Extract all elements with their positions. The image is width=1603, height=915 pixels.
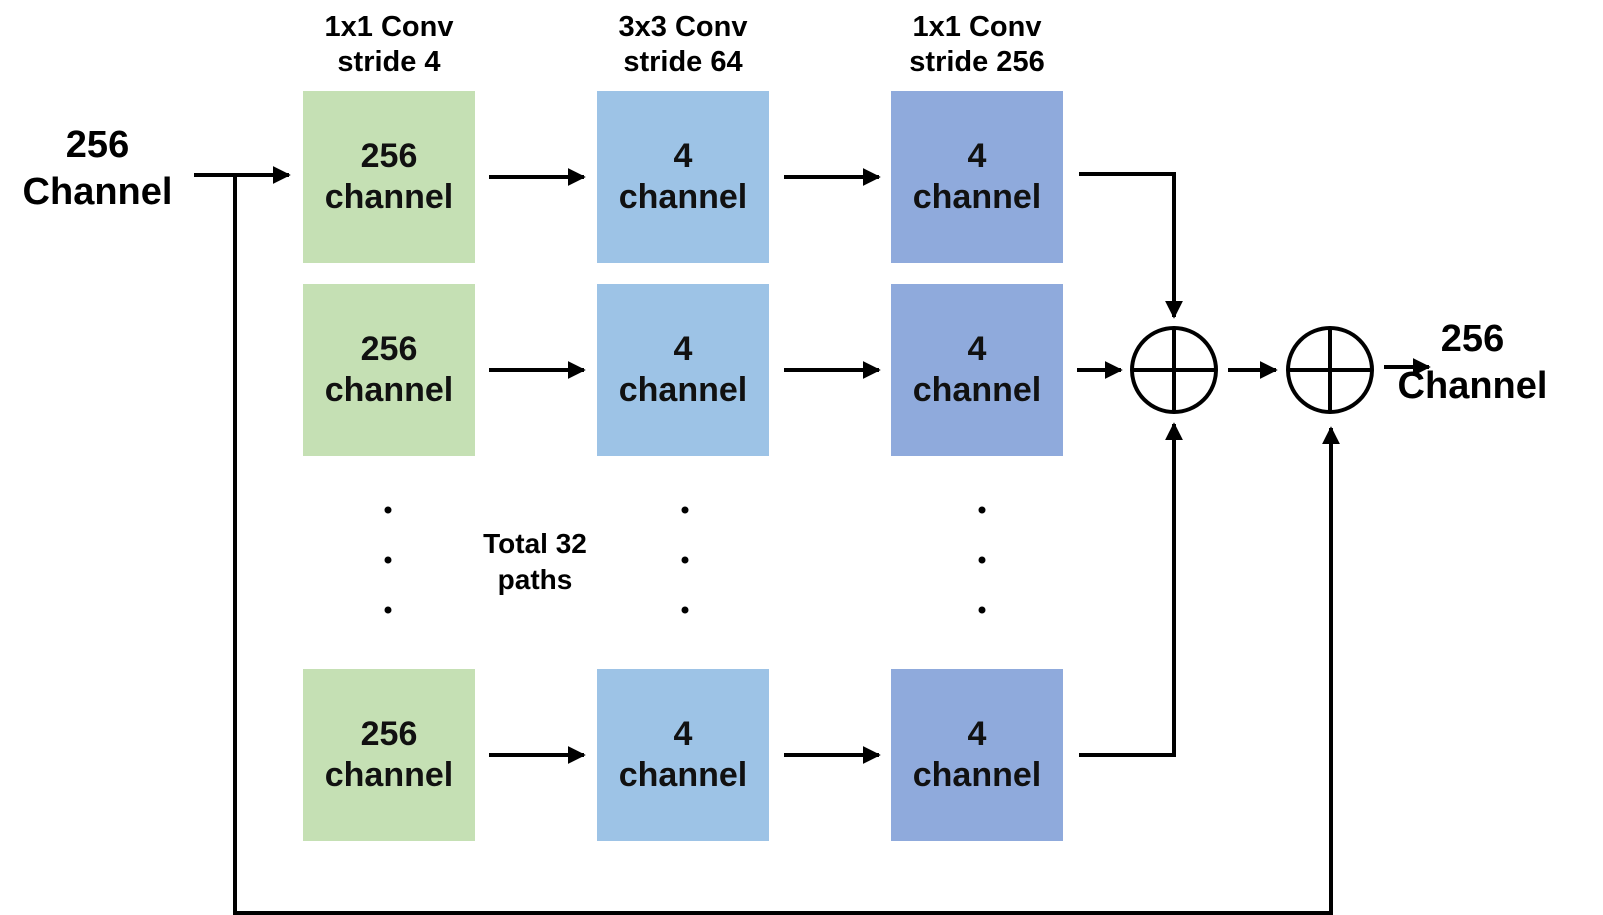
ellipsis-dot (384, 606, 392, 614)
column-header-conv1: 1x1 Conv stride 4 (269, 10, 509, 80)
path2-conv1-block: 256 channel (303, 284, 475, 456)
total-paths-label: Total 32 paths (435, 526, 635, 598)
block-unit: channel (618, 178, 748, 216)
column-header-conv1-line2: stride 4 (337, 46, 441, 78)
block-unit: channel (324, 756, 454, 794)
path1-conv2-block: 4 channel (597, 91, 769, 263)
path32-to-adder-line (1079, 422, 1183, 757)
block-unit: channel (912, 371, 1042, 409)
path1-conv3-block: 4 channel (891, 91, 1063, 263)
total-paths-line2: paths (497, 564, 573, 595)
column-header-conv1-line1: 1x1 Conv (324, 11, 454, 43)
column-header-conv3: 1x1 Conv stride 256 (857, 10, 1097, 80)
ellipsis-dot (681, 606, 689, 614)
ellipsis-dot (978, 606, 986, 614)
ellipsis-dot (978, 556, 986, 564)
block-value: 4 (673, 330, 693, 368)
block-unit: channel (618, 371, 748, 409)
block-value: 4 (673, 715, 693, 753)
block-unit: channel (324, 371, 454, 409)
output-label-line1: 256 (1440, 318, 1505, 360)
input-label: 256 Channel (20, 122, 175, 216)
block-value: 256 (360, 330, 418, 368)
block-value: 256 (360, 715, 418, 753)
ellipsis-dot (978, 506, 986, 514)
block-unit: channel (618, 756, 748, 794)
block-unit: channel (324, 178, 454, 216)
block-value: 256 (360, 137, 418, 175)
total-paths-line1: Total 32 (483, 528, 587, 559)
block-value: 4 (967, 715, 987, 753)
path32-conv1-block: 256 channel (303, 669, 475, 841)
column-header-conv3-line2: stride 256 (909, 46, 1045, 78)
block-unit: channel (912, 178, 1042, 216)
block-unit: channel (912, 756, 1042, 794)
output-label-line2: Channel (1397, 365, 1548, 407)
path2-conv2-block: 4 channel (597, 284, 769, 456)
path2-conv3-block: 4 channel (891, 284, 1063, 456)
block-value: 4 (967, 330, 987, 368)
ellipsis-dot (384, 556, 392, 564)
column-header-conv2-line1: 3x3 Conv (618, 11, 748, 43)
path1-to-adder-line (1079, 172, 1183, 319)
column-header-conv2-line2: stride 64 (623, 46, 743, 78)
path-sum-adder-icon (1130, 326, 1218, 414)
ellipsis-dot (681, 506, 689, 514)
column-header-conv3-line1: 1x1 Conv (912, 11, 1042, 43)
block-value: 4 (673, 137, 693, 175)
ellipsis-dot (384, 506, 392, 514)
block-value: 4 (967, 137, 987, 175)
path32-conv3-block: 4 channel (891, 669, 1063, 841)
output-label: 256 Channel (1395, 316, 1550, 410)
ellipsis-dot (681, 556, 689, 564)
residual-adder-icon (1286, 326, 1374, 414)
input-label-line2: Channel (22, 171, 173, 213)
column-header-conv2: 3x3 Conv stride 64 (563, 10, 803, 80)
input-label-line1: 256 (65, 124, 130, 166)
path32-conv2-block: 4 channel (597, 669, 769, 841)
path1-conv1-block: 256 channel (303, 91, 475, 263)
